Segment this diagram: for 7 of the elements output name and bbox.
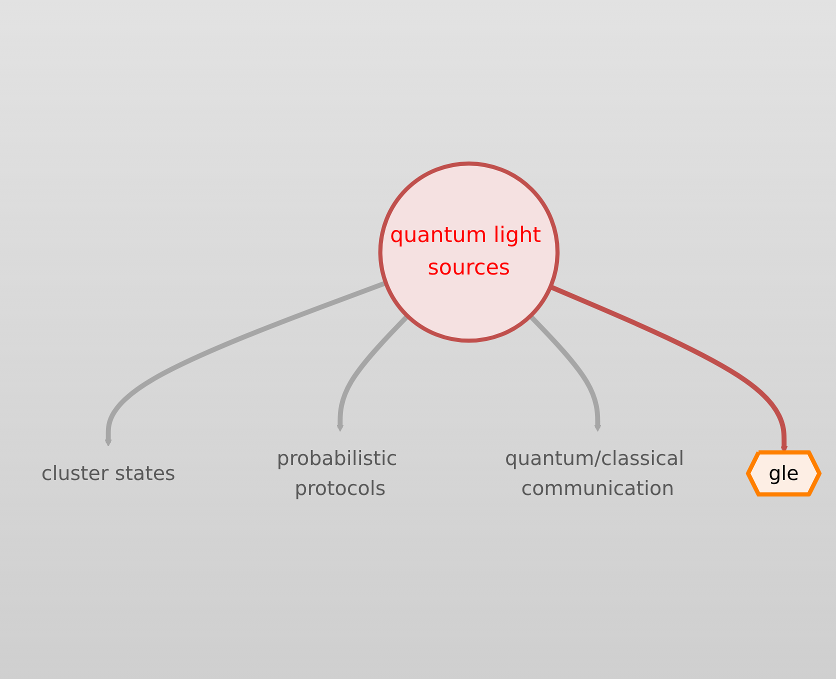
node-text: cluster states [41, 462, 176, 485]
arrow [104, 280, 387, 447]
node-text: probabilistic protocols [276, 447, 398, 500]
node-circle: quantum light sources [378, 161, 560, 343]
node-text: quantum/classical communication [505, 447, 684, 500]
arrow [336, 314, 410, 432]
arrow [528, 314, 602, 432]
